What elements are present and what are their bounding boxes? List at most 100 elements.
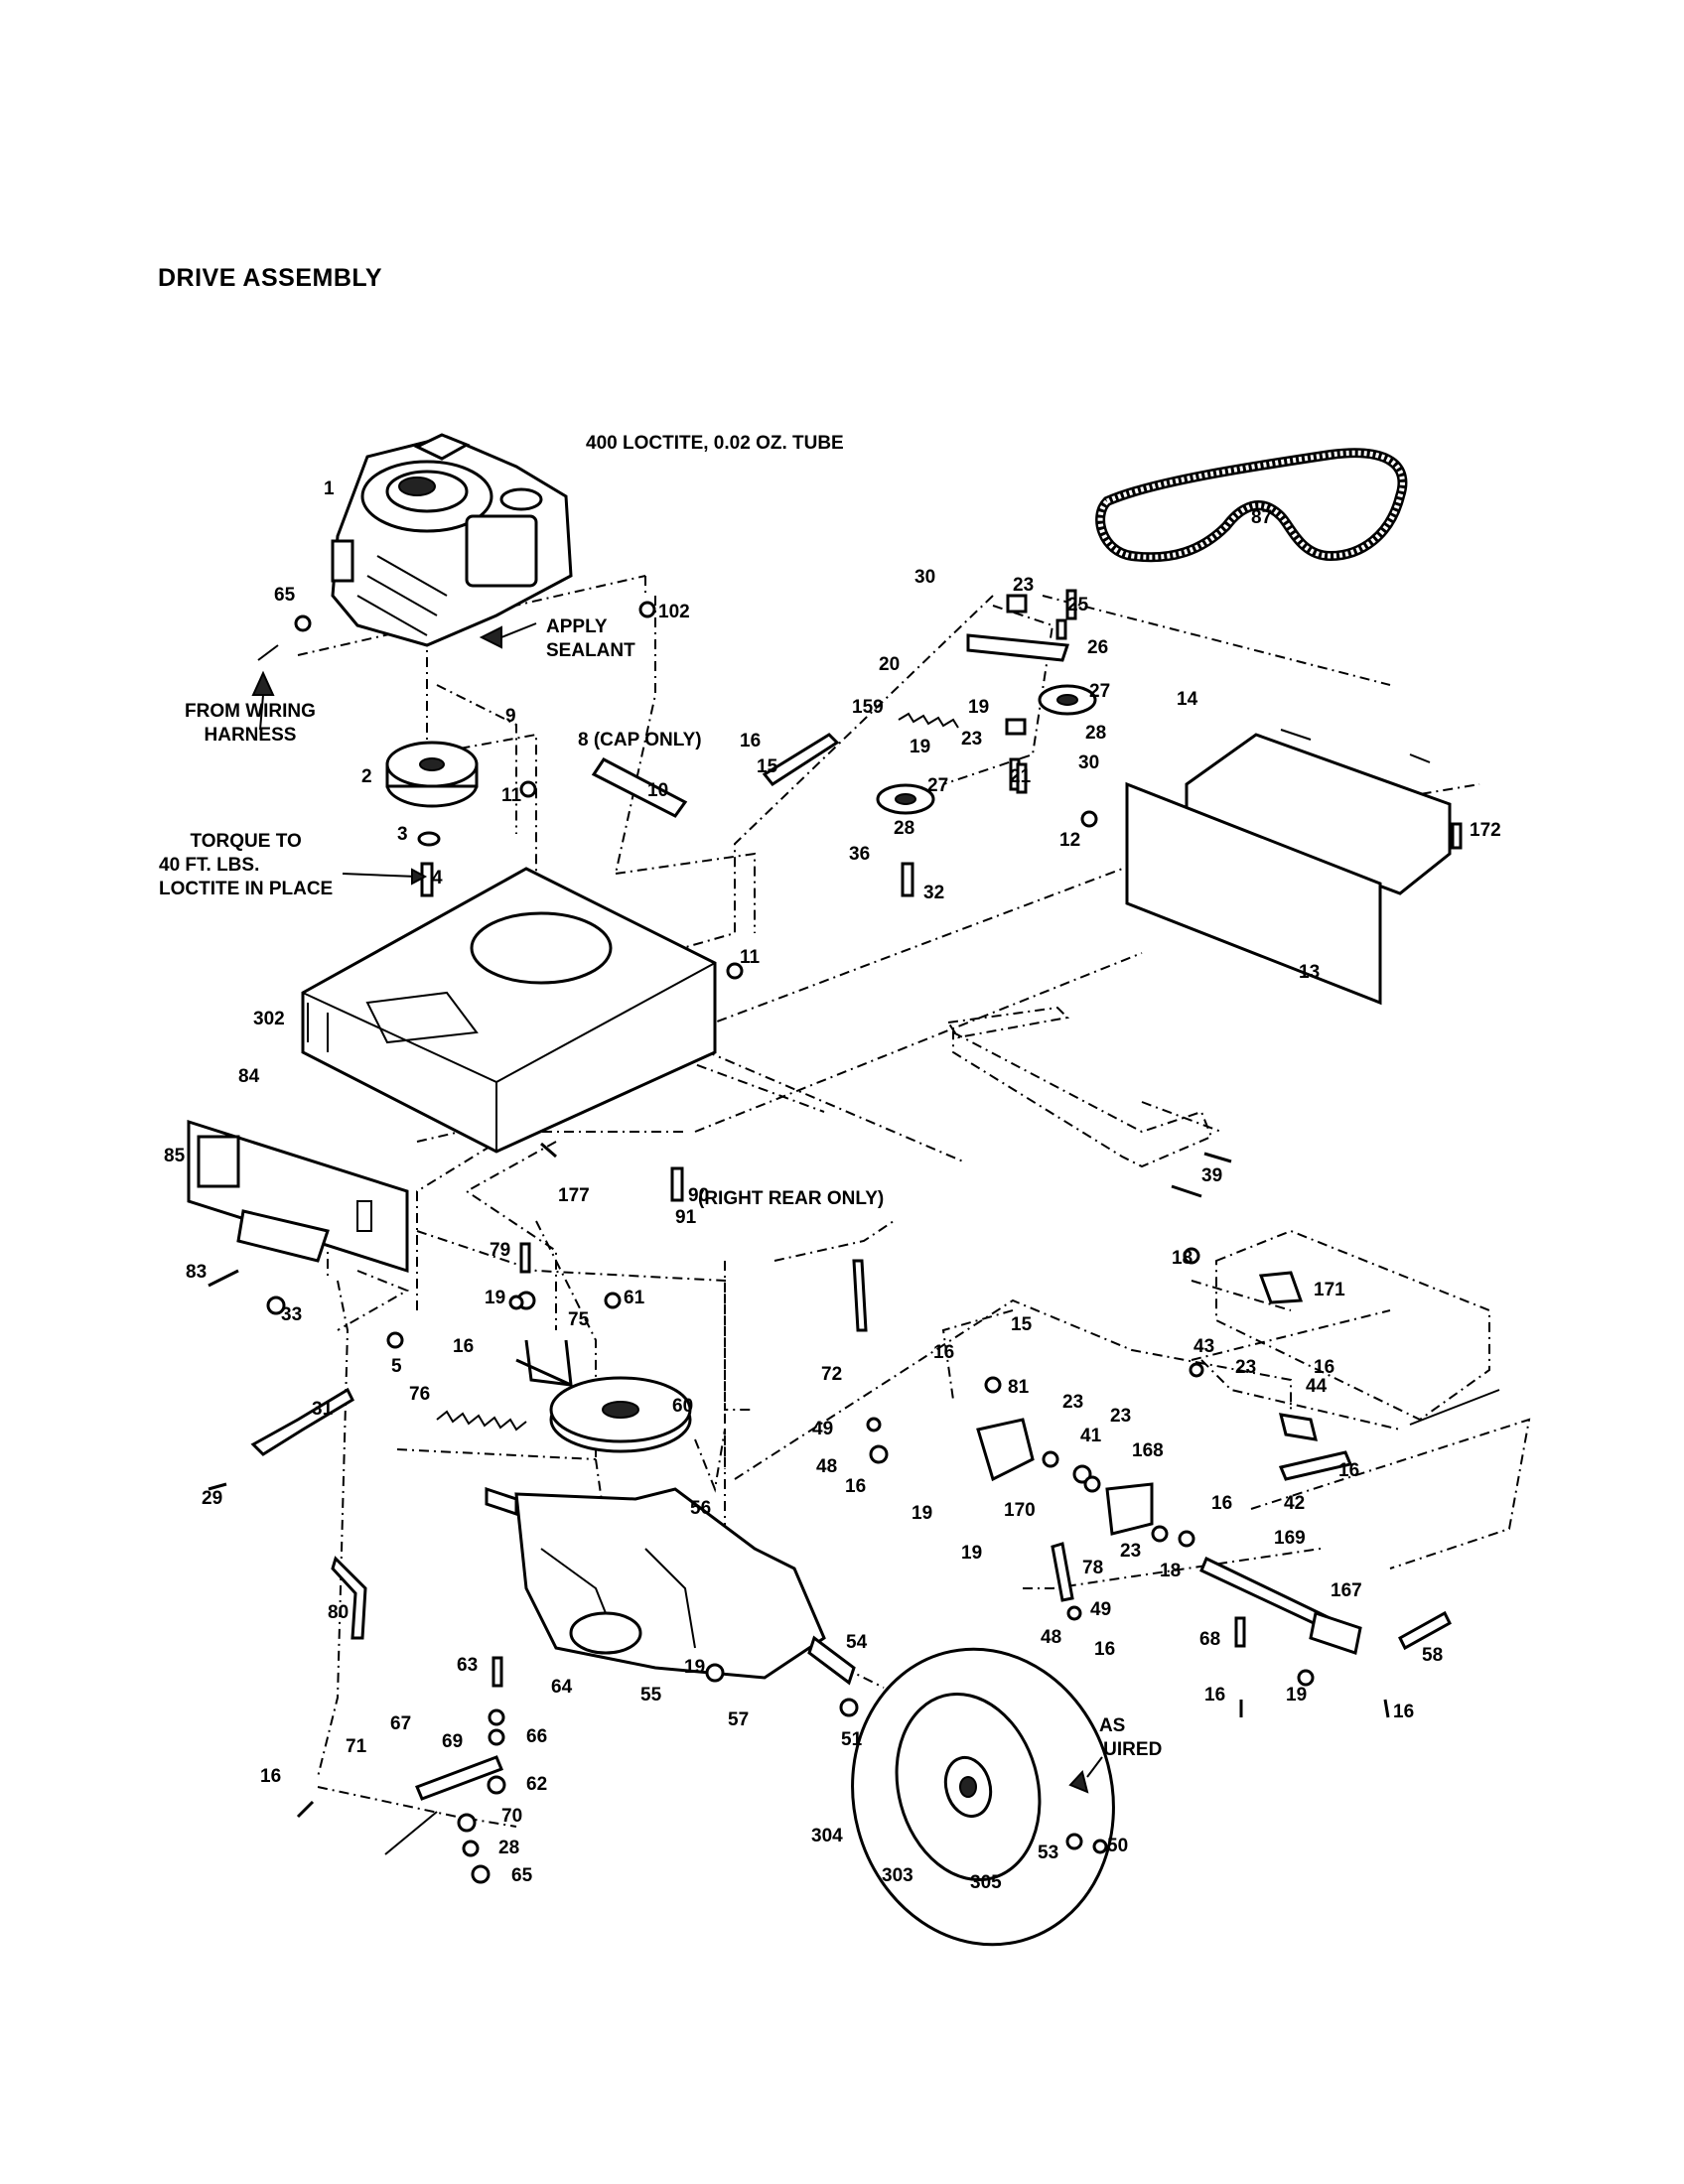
callout-labels: 1 2 3 4 5 8 9 10 11 11 12 13 14 15 15 16… [164, 478, 1501, 1893]
note-apply-sealant: APPLY SEALANT [546, 615, 635, 663]
callout-5: 5 [391, 1356, 402, 1377]
callout-16-h: 16 [1094, 1639, 1115, 1660]
spring-20 [898, 712, 959, 729]
callout-102: 102 [658, 602, 690, 622]
callout-13: 13 [1299, 962, 1320, 983]
callout-21: 21 [1010, 766, 1032, 787]
callout-27-b: 27 [927, 775, 948, 796]
callout-42: 42 [1284, 1493, 1305, 1514]
callout-4: 4 [432, 868, 443, 888]
callout-83: 83 [186, 1262, 207, 1283]
note-loctite-tube: 400 LOCTITE, 0.02 OZ. TUBE [586, 433, 844, 454]
callout-48-b: 48 [1041, 1627, 1061, 1648]
callout-23-d: 23 [1062, 1392, 1083, 1413]
callout-39: 39 [1201, 1165, 1222, 1186]
callout-32: 32 [923, 883, 944, 903]
note-torque-line-2: 40 FT. LBS. [159, 855, 260, 876]
callout-48-a: 48 [816, 1456, 837, 1477]
callout-50: 50 [1107, 1836, 1128, 1856]
right-frame [1215, 1229, 1500, 1426]
callout-23-b: 23 [961, 729, 982, 750]
callout-29: 29 [202, 1488, 222, 1509]
callout-172: 172 [1470, 820, 1501, 841]
seat-bracket [946, 1006, 1213, 1168]
callout-54: 54 [846, 1632, 868, 1653]
callout-15-a: 15 [757, 756, 778, 777]
callout-177: 177 [558, 1185, 590, 1206]
callout-81: 81 [1008, 1377, 1030, 1398]
callout-62: 62 [526, 1774, 547, 1795]
callout-28-a: 28 [1085, 723, 1106, 744]
callout-16-b: 16 [453, 1336, 474, 1357]
callout-27-a: 27 [1089, 681, 1110, 702]
spring-76 [436, 1410, 527, 1432]
note-right-rear-only: (RIGHT REAR ONLY) [698, 1188, 885, 1209]
callout-16-g: 16 [845, 1476, 866, 1497]
callout-167: 167 [1331, 1580, 1362, 1601]
callout-11-b: 11 [740, 947, 761, 968]
callout-53: 53 [1038, 1843, 1058, 1863]
callout-60: 60 [672, 1396, 693, 1417]
callout-18-a: 18 [1172, 1248, 1193, 1269]
callout-87: 87 [1251, 507, 1272, 528]
callout-16-e: 16 [1338, 1460, 1359, 1481]
note-torque: TORQUE TO 40 FT. LBS. LOCTITE IN PLACE [159, 830, 333, 901]
note-torque-line-1: TORQUE TO [190, 831, 302, 852]
callout-75: 75 [568, 1309, 590, 1330]
callout-19-d: 19 [912, 1503, 932, 1524]
callout-80: 80 [328, 1602, 349, 1623]
callout-19-g: 19 [1286, 1685, 1307, 1706]
bolt-32-21 [901, 762, 1028, 897]
callout-170: 170 [1004, 1500, 1036, 1521]
front-plate [187, 1119, 409, 1274]
callout-16-i: 16 [1204, 1685, 1225, 1706]
chassis-frame [301, 867, 717, 1154]
callout-63: 63 [457, 1655, 478, 1676]
callout-302: 302 [253, 1009, 285, 1029]
callout-16-j: 16 [1393, 1702, 1414, 1722]
callout-171: 171 [1314, 1280, 1345, 1300]
callout-30-a: 30 [914, 567, 935, 588]
note-cap-only: 8 (CAP ONLY) [578, 730, 702, 751]
callout-16-a: 16 [740, 731, 761, 751]
diagram-title: DRIVE ASSEMBLY [158, 264, 383, 292]
transaxle-pulley [549, 1376, 692, 1453]
callout-71: 71 [346, 1736, 367, 1757]
callout-49-a: 49 [812, 1419, 833, 1439]
callout-9: 9 [505, 706, 516, 727]
drive-belt [1095, 448, 1408, 563]
engine [331, 433, 573, 647]
callout-44: 44 [1306, 1376, 1328, 1397]
idler-pulley-27 [876, 684, 1097, 815]
callout-16-c: 16 [933, 1342, 954, 1363]
callout-79: 79 [490, 1240, 510, 1261]
callout-18-b: 18 [1160, 1561, 1181, 1581]
callout-64: 64 [551, 1677, 573, 1698]
callout-12: 12 [1059, 830, 1080, 851]
callout-23-f: 23 [1120, 1541, 1141, 1562]
callout-76: 76 [409, 1384, 430, 1405]
note-apply-sealant-line-1: APPLY [546, 616, 608, 637]
note-wiring-harness: FROM WIRING HARNESS [185, 700, 316, 748]
callout-305: 305 [970, 1872, 1002, 1893]
engine-pulley [342, 741, 479, 897]
callout-19-b: 19 [910, 737, 930, 757]
callout-65-b: 65 [511, 1865, 533, 1886]
callout-23-e: 23 [1110, 1406, 1131, 1427]
callout-168: 168 [1132, 1440, 1164, 1461]
callout-36: 36 [849, 844, 870, 865]
callout-69: 69 [442, 1731, 463, 1752]
callout-14: 14 [1177, 689, 1198, 710]
callout-56: 56 [690, 1498, 711, 1519]
callout-43: 43 [1193, 1336, 1214, 1357]
callout-19-e: 19 [961, 1543, 982, 1564]
note-torque-line-3: LOCTITE IN PLACE [159, 879, 334, 899]
callout-58: 58 [1422, 1645, 1443, 1666]
callout-33: 33 [281, 1304, 302, 1325]
callout-23-a: 23 [1013, 575, 1034, 596]
callout-20: 20 [879, 654, 900, 675]
callout-19-c: 19 [485, 1288, 505, 1308]
callout-49-b: 49 [1090, 1599, 1111, 1620]
callout-55: 55 [640, 1685, 662, 1706]
